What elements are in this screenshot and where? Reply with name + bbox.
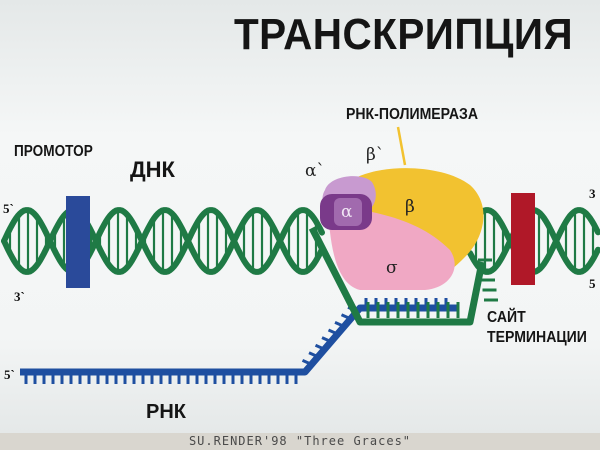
termination-label-line2: ТЕРМИНАЦИИ (487, 329, 587, 346)
rna-base (334, 321, 345, 328)
dna-double-helix (1, 207, 600, 275)
dna-3-prime-right: 3 (589, 186, 596, 201)
rna-base (308, 351, 319, 359)
rna-polymerase (320, 168, 484, 290)
dna-5-prime-left: 5` (3, 201, 14, 216)
dna-3-prime-left: 3` (14, 289, 25, 304)
page-title: ТРАНСКРИПЦИЯ (234, 10, 574, 59)
alpha-prime-label: α` (305, 161, 325, 181)
dna-label: ДНК (130, 157, 175, 182)
rna-backbone (20, 304, 458, 376)
sigma-label: σ (386, 258, 398, 278)
dna-5-prime-right: 5 (589, 276, 596, 291)
transcription-bubble (308, 226, 498, 326)
rna-base (321, 336, 332, 343)
sigma-subunit (329, 210, 455, 290)
termination-site-marker (511, 193, 535, 285)
rna-base (327, 328, 339, 336)
alpha-label: α (341, 202, 353, 222)
alpha-inner-subunit (334, 198, 362, 226)
beta-label: β (405, 197, 415, 217)
rna-label: РНК (146, 401, 186, 423)
rna-base (314, 343, 326, 351)
polymerase-pointer-line (396, 126, 407, 166)
template-strand (308, 226, 486, 326)
termination-label-line1: САЙТ (487, 309, 526, 326)
rna-base (340, 313, 352, 321)
promoter-label: ПРОМОТОР (14, 143, 93, 160)
termination-site-label: САЙТ ТЕРМИНАЦИИ (487, 308, 587, 348)
dna-upstream-strand-a (1, 207, 325, 275)
promoter-marker (66, 196, 90, 288)
footer-caption: SU.RENDER'98 "Three Graces" (0, 433, 600, 450)
dna-upstream-strand-b (1, 207, 325, 275)
beta-prime-label: β` (366, 145, 385, 165)
rna-5-prime: 5` (4, 367, 15, 382)
polymerase-label: РНК-ПОЛИМЕРАЗА (346, 106, 478, 123)
rna-base (301, 359, 313, 366)
rna-strand (20, 298, 458, 384)
